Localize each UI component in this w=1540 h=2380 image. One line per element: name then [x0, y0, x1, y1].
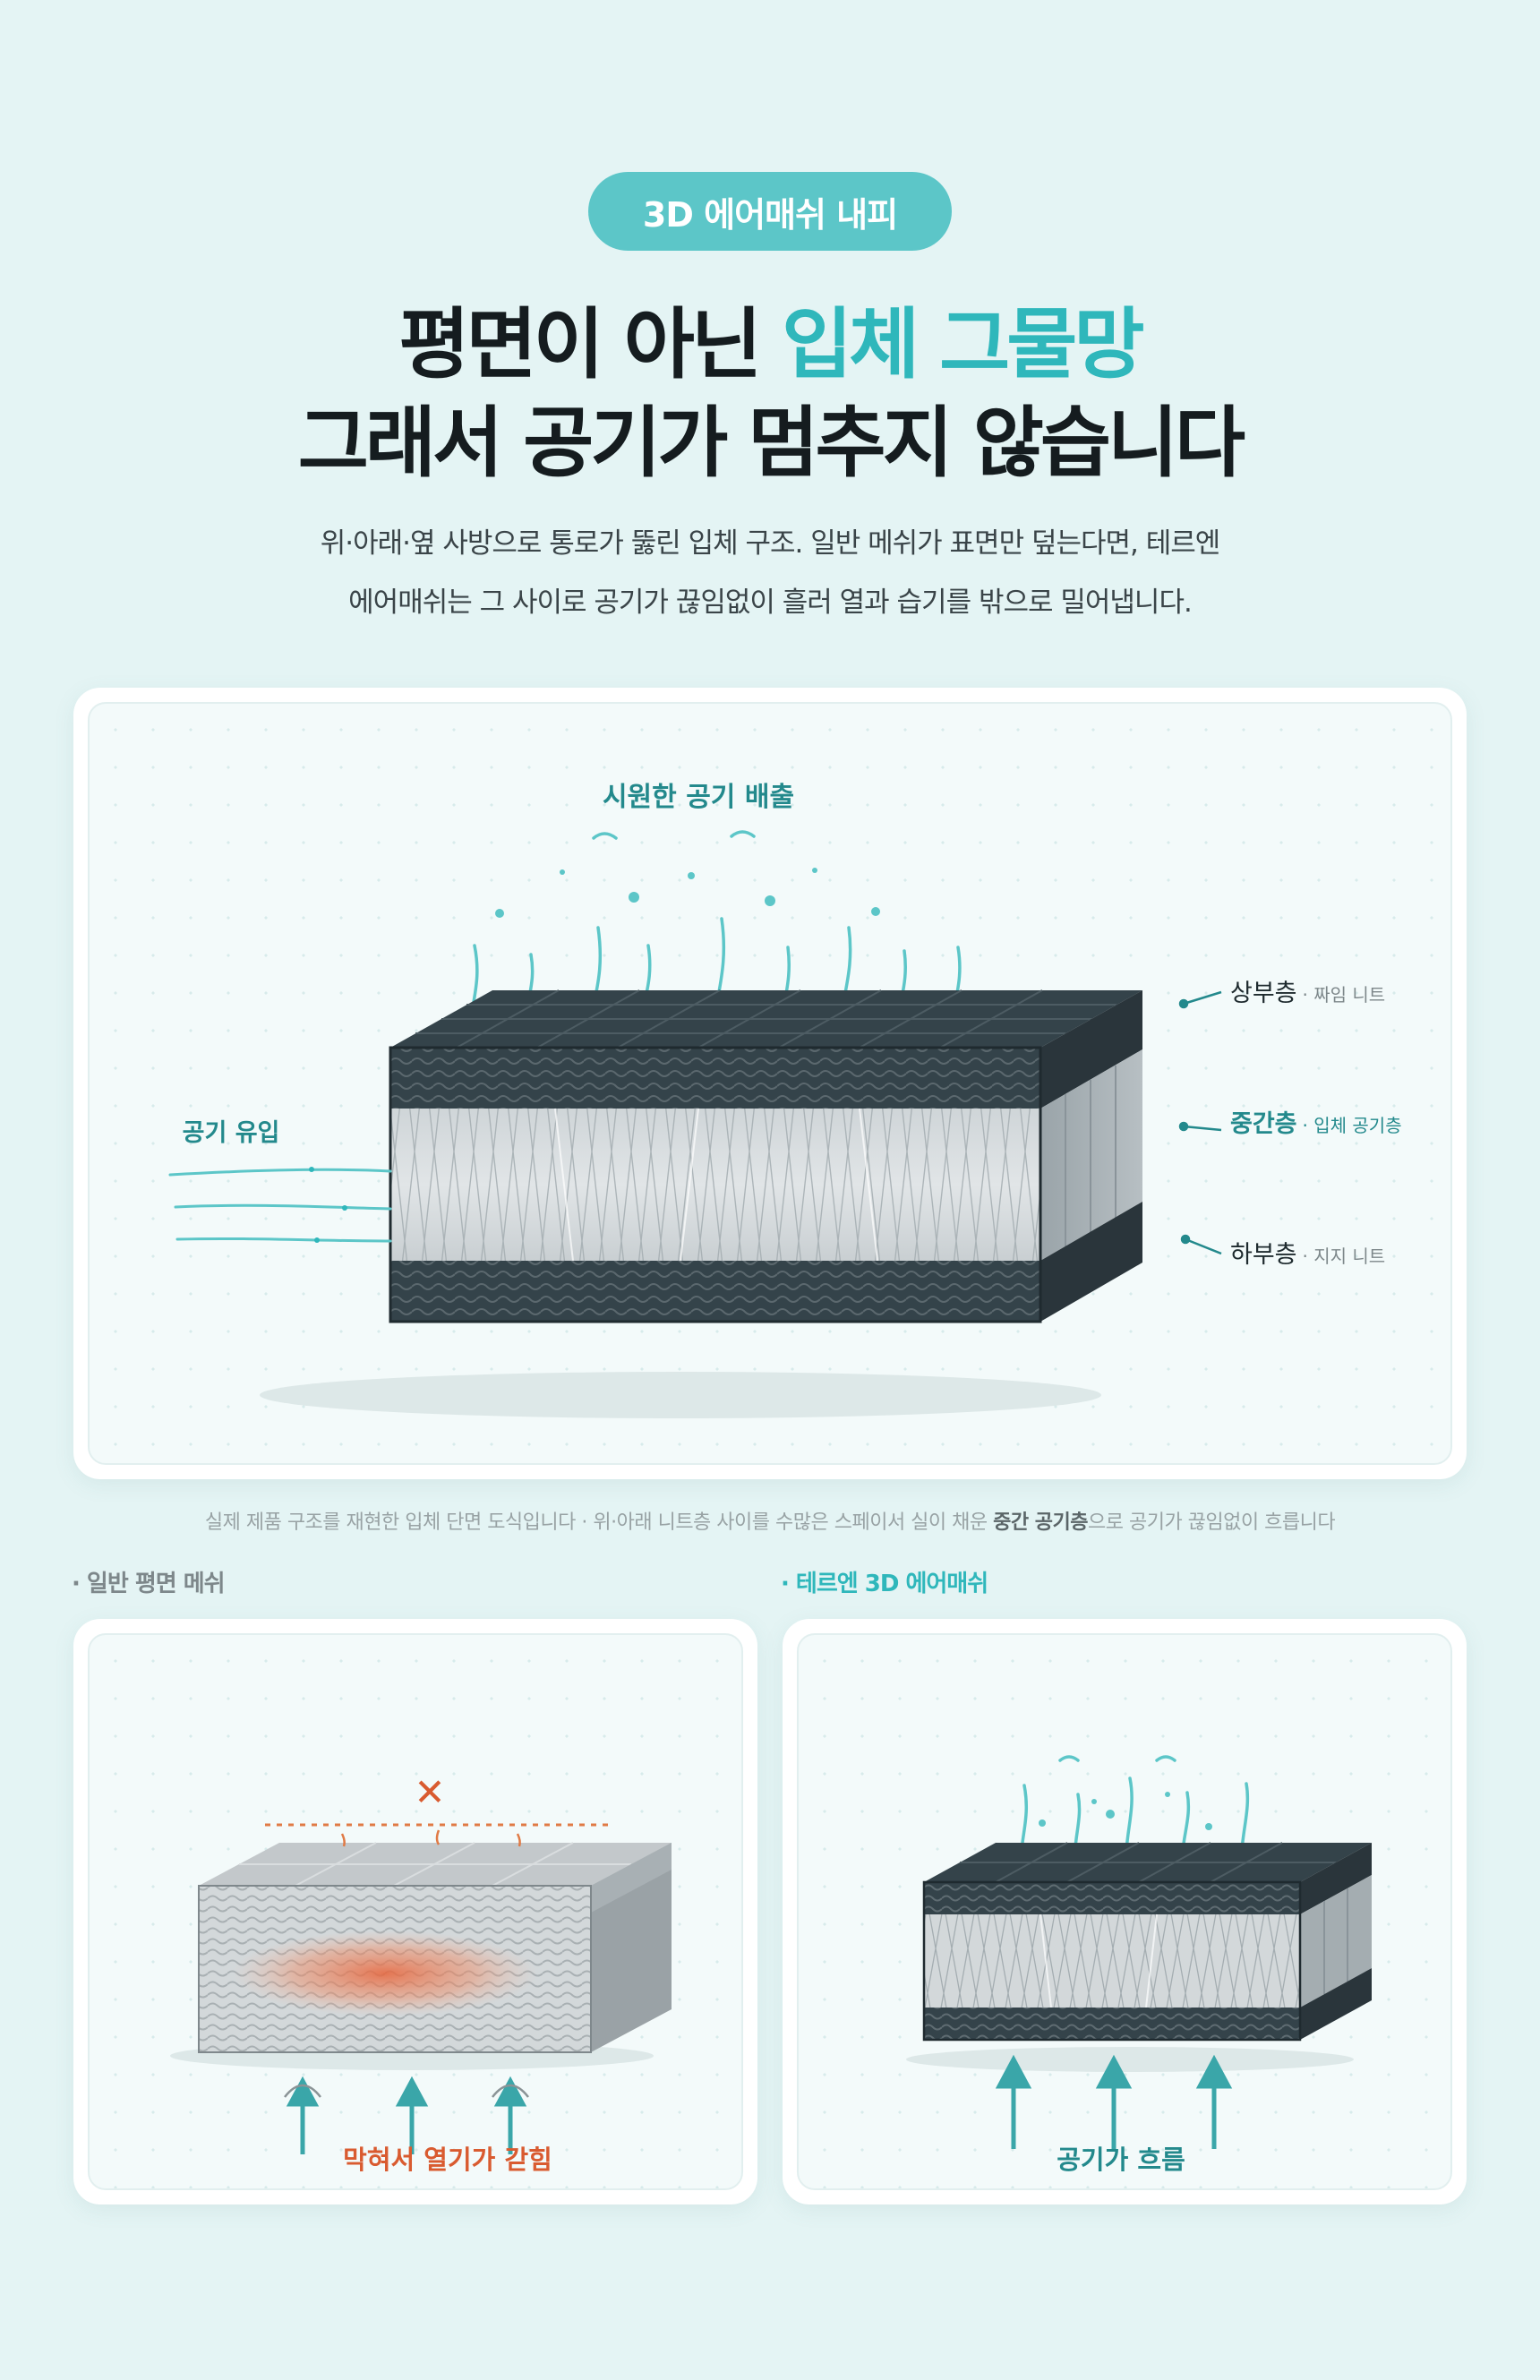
- flat-mesh-illustration: ✕ 막혀서 열기가 갇힘: [170, 1770, 672, 2175]
- layer-top-sub: · 짜임 니트: [1303, 984, 1386, 1006]
- caption-prefix: 실제 제품 구조를 재현한 입체 단면 도식입니다 · 위·아래 니트층 사이를…: [204, 1511, 994, 1534]
- diagram-caption: 실제 제품 구조를 재현한 입체 단면 도식입니다 · 위·아래 니트층 사이를…: [0, 1506, 1540, 1535]
- layer-middle-callout: 중간층 · 입체 공기층: [1230, 1110, 1402, 1138]
- flat-mesh-card: ✕ 막혀서 열기가 갇힘: [73, 1619, 757, 2204]
- headline-prefix: 평면이 아닌: [398, 300, 782, 390]
- layer-middle-sub: · 입체 공기층: [1303, 1115, 1402, 1136]
- caption-bold: 중간 공기층: [993, 1511, 1088, 1534]
- headline-line2: 그래서 공기가 멈추지 않습니다: [297, 398, 1245, 488]
- caption-suffix: 으로 공기가 끊임없이 흐릅니다: [1088, 1511, 1336, 1534]
- layer-bottom-sub: · 지지 니트: [1303, 1246, 1386, 1267]
- description-line1: 위·아래·옆 사방으로 통로가 뚫린 입체 구조. 일반 메쉬가 표면만 덮는다…: [320, 527, 1221, 560]
- structure-diagram-card: 시원한 공기 배출: [73, 688, 1467, 1479]
- air-mesh-illustration: 공기가 흐름: [906, 1755, 1372, 2175]
- layer-bottom-name: 하부층: [1230, 1241, 1297, 1269]
- air-mesh-card: 공기가 흐름: [783, 1619, 1467, 2204]
- layer-middle-name: 중간층: [1230, 1110, 1297, 1138]
- layer-bottom-callout: 하부층 · 지지 니트: [1230, 1241, 1385, 1269]
- flat-mesh-panel: ✕ 막혀서 열기가 갇힘: [88, 1633, 743, 2190]
- blocked-heat-text: 막혀서 열기가 갇힘: [343, 2145, 552, 2175]
- air-mesh-panel: 공기가 흐름: [797, 1633, 1452, 2190]
- section-badge: 3D 에어매쉬 내피: [588, 172, 952, 251]
- layer-top-name: 상부층: [1230, 980, 1297, 1007]
- layer-callouts: [1178, 990, 1222, 1255]
- air-inlet-label: 공기 유입: [183, 1119, 280, 1147]
- inlet-air-lines: [168, 1168, 392, 1243]
- blocked-mark-icon: ✕: [414, 1770, 445, 1814]
- blocked-arrows: [286, 2076, 527, 2154]
- air-exhaust-label: 시원한 공기 배출: [603, 782, 794, 813]
- mesh-cross-section-illustration: 시원한 공기 배출: [168, 782, 1402, 1418]
- structure-diagram-panel: 시원한 공기 배출: [88, 702, 1452, 1465]
- description-line2: 에어매쉬는 그 사이로 공기가 끊임없이 흘러 열과 습기를 밖으로 밀어냅니다…: [348, 586, 1193, 619]
- flow-arrows: [995, 2054, 1233, 2149]
- compare-right-label: · 테르엔 3D 에어매쉬: [781, 1571, 988, 1597]
- layer-top-callout: 상부층 · 짜임 니트: [1230, 980, 1385, 1007]
- air-particles: [495, 868, 880, 918]
- compare-left-label: · 일반 평면 메쉬: [72, 1571, 226, 1597]
- air-flow-text: 공기가 흐름: [1057, 2145, 1185, 2175]
- headline-highlight: 입체 그물망: [781, 300, 1145, 390]
- headline-line1: 평면이 아닌 입체 그물망: [0, 300, 1540, 390]
